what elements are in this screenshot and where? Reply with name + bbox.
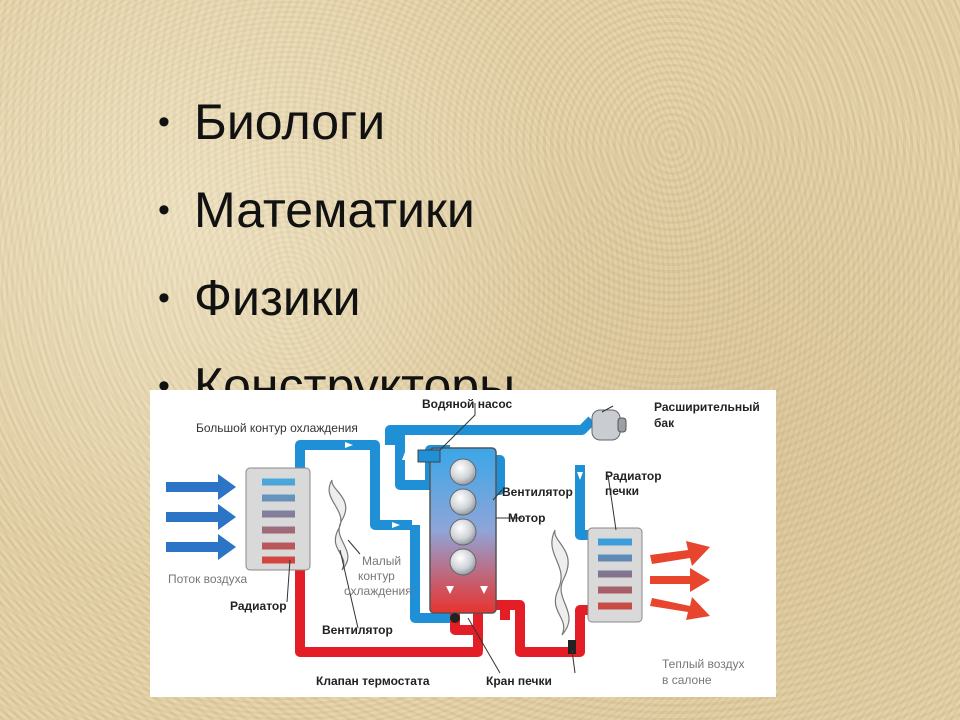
label-small-circuit-1: Малый (362, 554, 401, 568)
bullet-dot: • (158, 279, 170, 317)
hot-pipe-heater-return (480, 600, 595, 657)
warm-air-out-arrows (650, 541, 710, 620)
airflow-in-arrows (166, 474, 236, 560)
heater-coil-icon (598, 538, 632, 610)
bullet-list: •Биологи •Математики •Физики •Конструкто… (158, 78, 515, 430)
cooling-system-diagram: Большой контур охлаждения Водяной насос … (150, 390, 776, 697)
cooling-diagram-svg: Большой контур охлаждения Водяной насос … (166, 397, 760, 688)
bullet-dot: • (158, 191, 170, 229)
bullet-text: Биологи (194, 94, 386, 150)
fan-right-icon (551, 529, 570, 636)
label-heater-radiator-2: печки (605, 484, 639, 498)
label-small-circuit-3: охлаждения (344, 584, 412, 598)
bullet-item-biologists: • Биологи (158, 78, 515, 166)
label-heater-valve: Кран печки (486, 674, 552, 688)
heater-valve-icon (568, 640, 576, 654)
cylinder-icon (449, 548, 477, 576)
cylinder-icon (449, 488, 477, 516)
label-expansion-tank-1: Расширительный (654, 400, 760, 414)
label-thermostat: Клапан термостата (316, 674, 430, 688)
cold-pipe-top-left (295, 440, 412, 530)
label-radiator: Радиатор (230, 599, 287, 613)
label-heater-radiator-1: Радиатор (605, 469, 662, 483)
label-expansion-tank-2: бак (654, 416, 675, 430)
label-small-circuit-2: контур (358, 569, 395, 583)
leader-lines (286, 403, 617, 674)
radiator-coil-icon (262, 478, 295, 564)
cold-pipe-heater (575, 465, 595, 540)
expansion-tank-icon (591, 409, 627, 441)
cylinder-icon (449, 518, 477, 546)
label-warm-air-1: Теплый воздух (662, 657, 745, 671)
label-motor: Мотор (508, 511, 545, 525)
label-water-pump: Водяной насос (422, 397, 513, 411)
bullet-text: Физики (194, 270, 361, 326)
bullet-item-physicists: • Физики (158, 254, 515, 342)
bullet-dot: • (158, 103, 170, 141)
cold-pipe-small-circuit (410, 525, 450, 623)
fan-left-icon (328, 479, 349, 571)
thermostat-valve-icon (450, 613, 460, 623)
water-pump-icon (417, 449, 441, 463)
label-big-circuit: Большой контур охлаждения (196, 421, 358, 435)
bullet-dot: • (158, 367, 170, 405)
cold-pipe-top (385, 416, 596, 445)
label-fan-left: Вентилятор (322, 623, 393, 637)
bullet-item-mathematicians: • Математики (158, 166, 515, 254)
cylinder-icon (449, 458, 477, 486)
bullet-text: Математики (194, 182, 475, 238)
label-warm-air-2: в салоне (662, 673, 712, 687)
label-fan-right: Вентилятор (502, 485, 573, 499)
flow-arrows (345, 442, 583, 655)
label-airflow: Поток воздуха (168, 572, 248, 586)
